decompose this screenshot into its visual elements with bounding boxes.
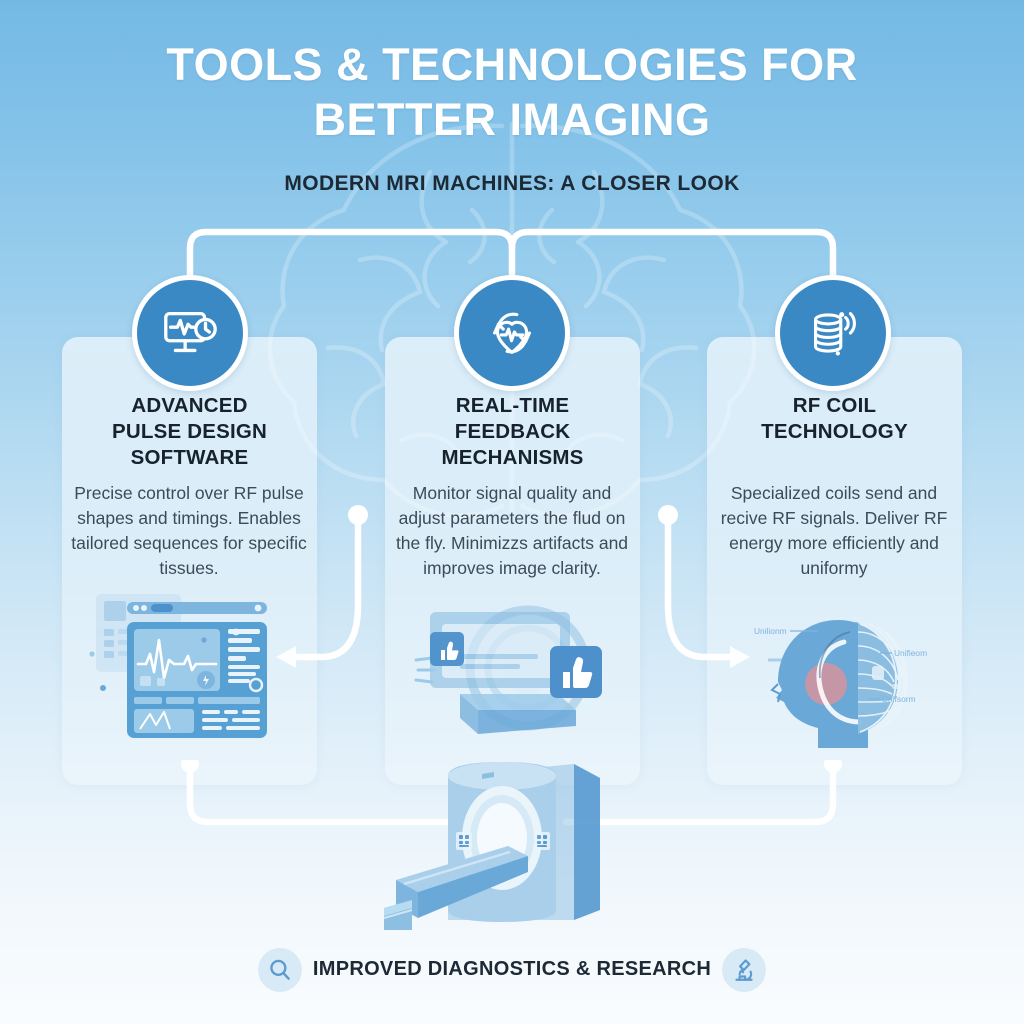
card-title-line-1: REAL-TIME [455,394,570,417]
bottom-connector-rails [181,760,842,829]
card-title-realtime-feedback: REAL-TIME FEEDBACK MECHANISMS [385,393,640,470]
card-body-realtime-feedback: Monitor signal quality and adjust parame… [395,483,629,578]
monitor-pulse-timer-icon [164,311,217,353]
card-title-line-1: ADVANCED [131,394,248,417]
page-title: TOOLS & TECHNOLOGIES FOR BETTER IMAGING [0,38,1024,148]
illustration-head-rf-coil: Unilionm Unifieom Unifsorm [754,620,927,748]
page-subtitle: MODERN MRI MACHINES: A CLOSER LOOK [284,172,740,195]
card-title-line-2: FEEDBACK [454,419,571,443]
thumbs-up-badge-large [550,646,602,698]
footer-right-icon-wrap[interactable] [722,948,766,992]
card-title-line-3: MECHANISMS [441,445,584,469]
coil-label-1: Unilionm [754,626,787,636]
coil-label-3: Unifsorm [882,694,916,704]
connector-card2-to-card3 [658,505,750,668]
connector-card1-to-card2 [276,505,368,668]
card-title-line-1: RF COIL [792,394,877,417]
rf-coil-signal-icon [814,312,856,356]
coil-label-2: Unifieom [894,648,927,658]
mri-scanner-graphic [383,762,600,930]
page-title-line-1: TOOLS & TECHNOLOGIES FOR [166,39,858,90]
card-body-rf-coil: Specialized coils send and recive RF sig… [720,483,948,578]
card-title-line-2: PULSE DESIGN [111,419,268,443]
footer-left-icon-wrap[interactable] [258,948,302,992]
magnifier-icon [270,959,290,980]
footer-text: IMPROVED DIAGNOSTICS & RESEARCH [312,958,712,980]
thumbs-up-badge-small [430,632,464,666]
card-title-rf-coil: RF COIL TECHNOLOGY [707,393,962,445]
page-title-line-2: BETTER IMAGING [313,93,711,145]
icon-badge-rf-coil[interactable] [775,275,891,391]
icon-badge-pulse-design[interactable] [132,275,248,391]
illustration-pulse-design-software [89,594,267,738]
microscope-icon [735,959,753,981]
heart-pulse-refresh-icon [493,312,531,354]
illustration-feedback-mri [414,605,602,734]
icon-badge-realtime-feedback[interactable] [454,275,570,391]
card-title-line-2: TECHNOLOGY [761,419,908,443]
card-title-line-3: SOFTWARE [130,445,249,469]
card-title-pulse-design: ADVANCED PULSE DESIGN SOFTWARE [62,393,317,470]
card-body-pulse-design: Precise control over RF pulse shapes and… [71,483,307,578]
